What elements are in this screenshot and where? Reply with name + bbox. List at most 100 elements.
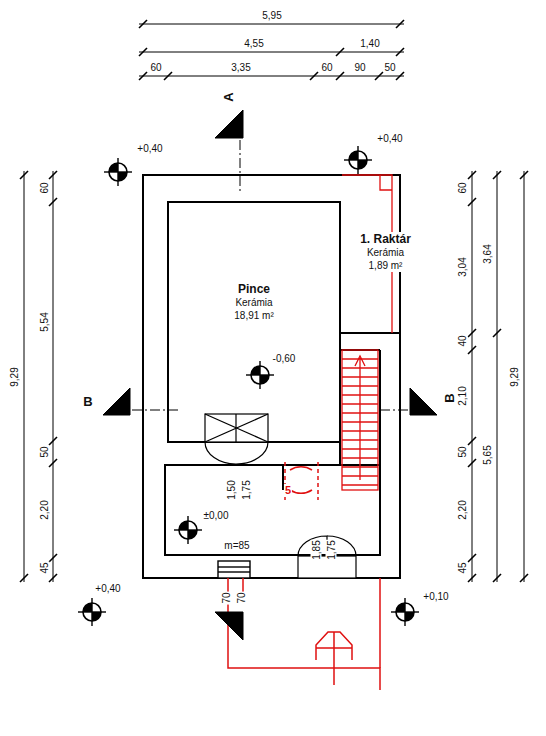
dimension-text: 9,29 xyxy=(509,366,520,387)
dimension-line xyxy=(468,346,476,354)
dimension-text: 3,64 xyxy=(482,243,493,264)
section-marker xyxy=(103,388,130,415)
stair-symbol xyxy=(342,457,378,458)
dimension-text: 1,40 xyxy=(359,38,380,49)
detail-text: 1,75 xyxy=(241,479,252,500)
dimension-line xyxy=(468,329,476,337)
level-marker xyxy=(174,516,202,544)
dimension-line xyxy=(493,574,501,582)
dimension-line xyxy=(396,48,404,56)
stair-symbol xyxy=(342,394,378,395)
red-revision xyxy=(316,632,352,685)
section-marker xyxy=(132,410,180,411)
dimension-line xyxy=(497,171,498,582)
dimension-line xyxy=(468,459,476,467)
dimension-line xyxy=(139,20,147,28)
door-symbol xyxy=(205,414,268,442)
dimension-text: 3,04 xyxy=(457,256,468,277)
level-marker xyxy=(78,598,106,626)
dimension-line xyxy=(493,329,501,337)
dimension-line xyxy=(49,171,57,179)
stair-symbol xyxy=(342,403,378,404)
section-marker xyxy=(410,388,437,415)
section-letter: B xyxy=(82,395,93,409)
wall xyxy=(339,350,341,465)
level-text: +0,10 xyxy=(422,591,449,602)
door-symbol xyxy=(236,442,268,464)
dimension-text: 3,35 xyxy=(230,62,251,73)
dimension-text: 5,95 xyxy=(261,10,282,21)
dimension-text: 50 xyxy=(39,445,50,458)
stair-symbol xyxy=(342,412,378,413)
dimension-line xyxy=(49,554,57,562)
section-letter: A xyxy=(222,91,236,102)
stair-symbol xyxy=(342,385,378,386)
dimension-line xyxy=(468,574,476,582)
dimension-line xyxy=(472,171,473,582)
stair-symbol xyxy=(355,356,365,480)
door-symbol xyxy=(205,414,268,442)
dimension-line xyxy=(468,437,476,445)
room-name: 1. Raktár xyxy=(358,232,413,247)
detail-text: m=85 xyxy=(223,540,250,551)
dimension-line xyxy=(336,72,344,80)
red-revision xyxy=(228,578,380,690)
level-marker xyxy=(246,361,274,389)
detail-text: 1,50 xyxy=(226,479,237,500)
stair-symbol xyxy=(342,475,378,476)
detail-text: 70 xyxy=(236,591,247,604)
dimension-line xyxy=(524,171,525,582)
dimension-line xyxy=(396,72,404,80)
stair-symbol xyxy=(342,448,378,449)
wall xyxy=(379,350,381,465)
dimension-line xyxy=(49,437,57,445)
level-marker xyxy=(344,146,372,174)
stair-symbol xyxy=(342,350,378,490)
stair-symbol xyxy=(342,439,378,440)
stair-symbol xyxy=(342,421,378,422)
level-marker xyxy=(78,146,419,626)
level-text: +0,40 xyxy=(94,583,121,594)
dimension-text: 2,10 xyxy=(457,385,468,406)
stair-symbol xyxy=(342,430,378,431)
level-marker xyxy=(391,598,419,626)
dimension-line xyxy=(468,554,476,562)
section-marker xyxy=(380,410,408,411)
dimension-text: 60 xyxy=(457,181,468,194)
dimension-line xyxy=(139,52,404,53)
door-symbol xyxy=(235,414,236,442)
door-symbol xyxy=(205,414,268,442)
dimension-line xyxy=(336,48,344,56)
room-name: Pince xyxy=(236,282,272,297)
dimension-line xyxy=(520,574,528,582)
level-text: ±0,00 xyxy=(203,510,230,521)
section-marker xyxy=(215,110,243,138)
stair-symbol xyxy=(342,466,378,467)
level-text: -0,60 xyxy=(272,353,297,364)
section-letter: B xyxy=(443,392,457,403)
room-info: Kerámia xyxy=(365,247,406,260)
dimension-line xyxy=(24,171,25,582)
dimension-text: 45 xyxy=(457,561,468,574)
red-revision xyxy=(228,462,380,690)
dimension-line xyxy=(49,198,57,206)
detail-text: 5 xyxy=(284,484,292,496)
dimension-text: 5,65 xyxy=(482,444,493,465)
stair-symbol xyxy=(342,358,378,359)
wall xyxy=(165,465,380,555)
dimension-line xyxy=(468,198,476,206)
stair-symbol xyxy=(342,484,378,485)
window-symbol xyxy=(218,561,250,578)
dimension-line xyxy=(139,24,404,25)
dimension-line xyxy=(49,459,57,467)
window-symbol xyxy=(218,571,250,572)
dimension-line xyxy=(20,574,28,582)
room: 1. RaktárKerámia1,89 m² xyxy=(357,232,414,272)
door-symbol xyxy=(205,414,356,578)
dimension-text: 50 xyxy=(457,445,468,458)
stair-symbol xyxy=(342,367,378,368)
level-text: +0,40 xyxy=(136,143,163,154)
room-info: 18,91 m² xyxy=(232,310,275,323)
dimension-line xyxy=(164,72,172,80)
